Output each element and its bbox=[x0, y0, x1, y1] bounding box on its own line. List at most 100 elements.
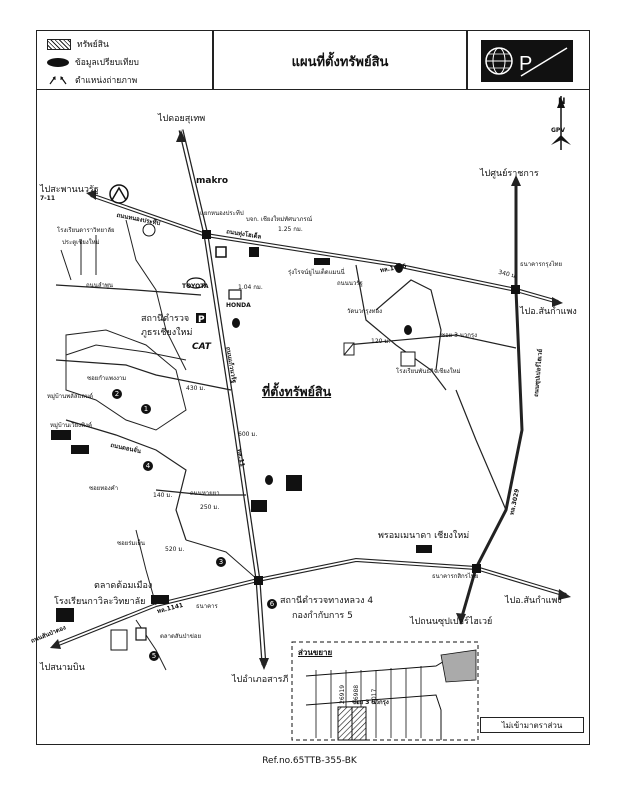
traffic-light-icon bbox=[472, 564, 481, 573]
label-inset-soi: ซอย 3 นวกรุง bbox=[441, 332, 478, 339]
label-san-pa-khoi: ตลาดสันป่าข่อย bbox=[160, 633, 202, 640]
globe-logo-icon: P bbox=[485, 47, 568, 77]
label-wat: วัดนวกรุงทอง bbox=[347, 308, 383, 315]
honda-logo-icon bbox=[228, 289, 242, 300]
label-distance-120: 120 ม. bbox=[371, 338, 391, 345]
toyota-logo-icon bbox=[186, 277, 206, 289]
legend-item-photo: ตำแหน่งถ่ายภาพ bbox=[47, 73, 137, 87]
arrow-right-icon bbox=[552, 297, 563, 307]
label-road-lamphun: ถนนลำพูน bbox=[86, 282, 113, 289]
soi-3-road bbox=[345, 334, 517, 349]
label-superhighway: ไปถนนซุปเปอร์ไฮเวย์ bbox=[410, 617, 493, 627]
comparison-blob bbox=[404, 325, 412, 335]
label-market: ตลาดต้อมเมือง bbox=[94, 581, 153, 591]
comparison-blob bbox=[232, 318, 240, 328]
label-distance-600: 600 ม. bbox=[238, 431, 258, 438]
reference-number: Ref.no.65TTB-355-BK bbox=[262, 756, 357, 766]
label-airport: ไปสนามบิน bbox=[40, 663, 85, 673]
label-sai-kham: รุ่งโรจน์ยูไนเต็ดแมนนี่ bbox=[288, 269, 345, 276]
label-san-kamphaeng-1: ไปอ.สันกำแพง bbox=[520, 307, 577, 317]
label-police: สถานีตำรวจ bbox=[141, 314, 190, 324]
label-soi-rom: ซอยร่มเย็น bbox=[117, 540, 146, 547]
photo-point-5: 5 bbox=[149, 651, 159, 661]
traffic-light-icon bbox=[254, 576, 263, 585]
market-icon bbox=[151, 595, 169, 604]
store-icon bbox=[286, 475, 302, 491]
label-school-2: โรงเรียนกาวิละวิทยาลัย bbox=[54, 597, 146, 607]
photo-point-2: 2 bbox=[112, 389, 122, 399]
label-soi-kamthiang: ซอยกำแพงงาม bbox=[87, 375, 127, 382]
label-bank: ธนาคาร bbox=[196, 603, 218, 610]
comparison-blob bbox=[265, 475, 273, 485]
label-city-hall: กองกำกับการ 5 bbox=[292, 611, 353, 621]
store-icon bbox=[110, 629, 128, 651]
building-icon bbox=[249, 247, 259, 257]
inset-box bbox=[291, 641, 479, 741]
car-icon bbox=[51, 430, 71, 440]
label-doi-suthep: ไปดอยสุเทพ bbox=[158, 114, 206, 124]
car-icon bbox=[71, 445, 89, 454]
label-distance-250: 250 ม. bbox=[200, 504, 220, 511]
photo-point-3: 3 bbox=[216, 557, 226, 567]
compass-mark: GPV bbox=[551, 127, 565, 134]
road-1006 bbox=[90, 193, 559, 304]
compass-north: N bbox=[558, 97, 566, 107]
label-nawarat-bridge: ไปสะพานนวรัฐ bbox=[40, 185, 99, 195]
label-chiang-mai-gate: ประตูเชียงใหม่ bbox=[62, 239, 100, 246]
label-road-nawarat: ถนนนวรัฐ bbox=[337, 280, 363, 287]
photo-point-6: 6 bbox=[267, 599, 277, 609]
label-bank2: ธนาคารกรุงไทย bbox=[520, 261, 563, 268]
legend-item-comparison: ข้อมูลเปรียบเทียบ bbox=[47, 55, 139, 69]
label-saraphi: ไปอำเภอสารภี bbox=[232, 675, 289, 685]
inset-title: ส่วนขยาย bbox=[298, 648, 333, 657]
car-icon bbox=[314, 258, 330, 265]
compass-icon bbox=[551, 96, 571, 150]
label-kad-suan: แยกหนองประทีป bbox=[200, 210, 244, 217]
comparison-blob bbox=[395, 263, 403, 273]
label-makro: makro bbox=[196, 176, 229, 186]
school-icon bbox=[400, 351, 416, 367]
location-map: P bbox=[50, 96, 571, 741]
label-distance-104: 1.04 กม. bbox=[238, 284, 263, 291]
mall-icon bbox=[416, 545, 432, 553]
legend-item-property: ทรัพย์สิน bbox=[47, 37, 109, 51]
label-cat: CAT bbox=[192, 342, 211, 352]
building-icon bbox=[135, 627, 147, 641]
label-rail-place: ธนาคารกสิกรไทย bbox=[432, 573, 479, 580]
label-police-2: ภูธรเชียงใหม่ bbox=[141, 328, 193, 338]
label-seven-eleven: 7-11 bbox=[40, 195, 56, 202]
label-moo-ban-plus: หมู่บ้านพลัสแลนด์ bbox=[47, 393, 94, 400]
store-icon bbox=[251, 500, 267, 512]
map-frame bbox=[36, 30, 590, 745]
label-home-pro: บจก. เชียงใหม่ทัศนาภรณ์ bbox=[246, 216, 313, 223]
label-moo-ban-c: หมู่บ้านเวียงพิงค์ bbox=[50, 422, 92, 429]
traffic-light-icon bbox=[511, 285, 520, 294]
label-road-ratchawithi: ถนนหายยา bbox=[190, 490, 220, 497]
blob-icon bbox=[47, 57, 69, 67]
property-parcel-hatch bbox=[351, 706, 367, 741]
logo-cell: P bbox=[467, 30, 590, 90]
landmark-icon bbox=[109, 184, 129, 204]
label-distance-140: 140 ม. bbox=[153, 492, 173, 499]
scale-note: ไม่เข้ามาตราส่วน bbox=[480, 717, 584, 733]
hatch-icon bbox=[47, 38, 71, 50]
svg-text:P: P bbox=[198, 315, 205, 325]
parking-icon bbox=[196, 313, 206, 323]
school-icon bbox=[56, 608, 74, 622]
arrow-down-icon bbox=[259, 658, 269, 670]
label-school-3: โรงเรียนพันธกิจเชียงใหม่ bbox=[396, 368, 461, 375]
label-distance-430: 430 ม. bbox=[186, 385, 206, 392]
arrow-up-icon bbox=[176, 130, 186, 142]
label-promenada: พรอมเมนาดา เชียงใหม่ bbox=[378, 531, 470, 541]
photo-point-1: 1 bbox=[141, 404, 151, 414]
inset-soi-label: ซอย 3 นวกรุง bbox=[352, 699, 389, 706]
camera-arrows-icon bbox=[49, 76, 67, 85]
photo-point-4: 4 bbox=[143, 461, 153, 471]
traffic-light-icon bbox=[202, 230, 211, 239]
parcel-number: 26919 bbox=[339, 684, 346, 704]
building-icon bbox=[215, 246, 227, 258]
arrow-left-icon bbox=[86, 190, 96, 200]
landmark-icon bbox=[142, 223, 156, 237]
label-toyota: TOYOTA bbox=[182, 283, 209, 290]
property-location-label: ที่ตั้งทรัพย์สิน bbox=[262, 384, 332, 399]
